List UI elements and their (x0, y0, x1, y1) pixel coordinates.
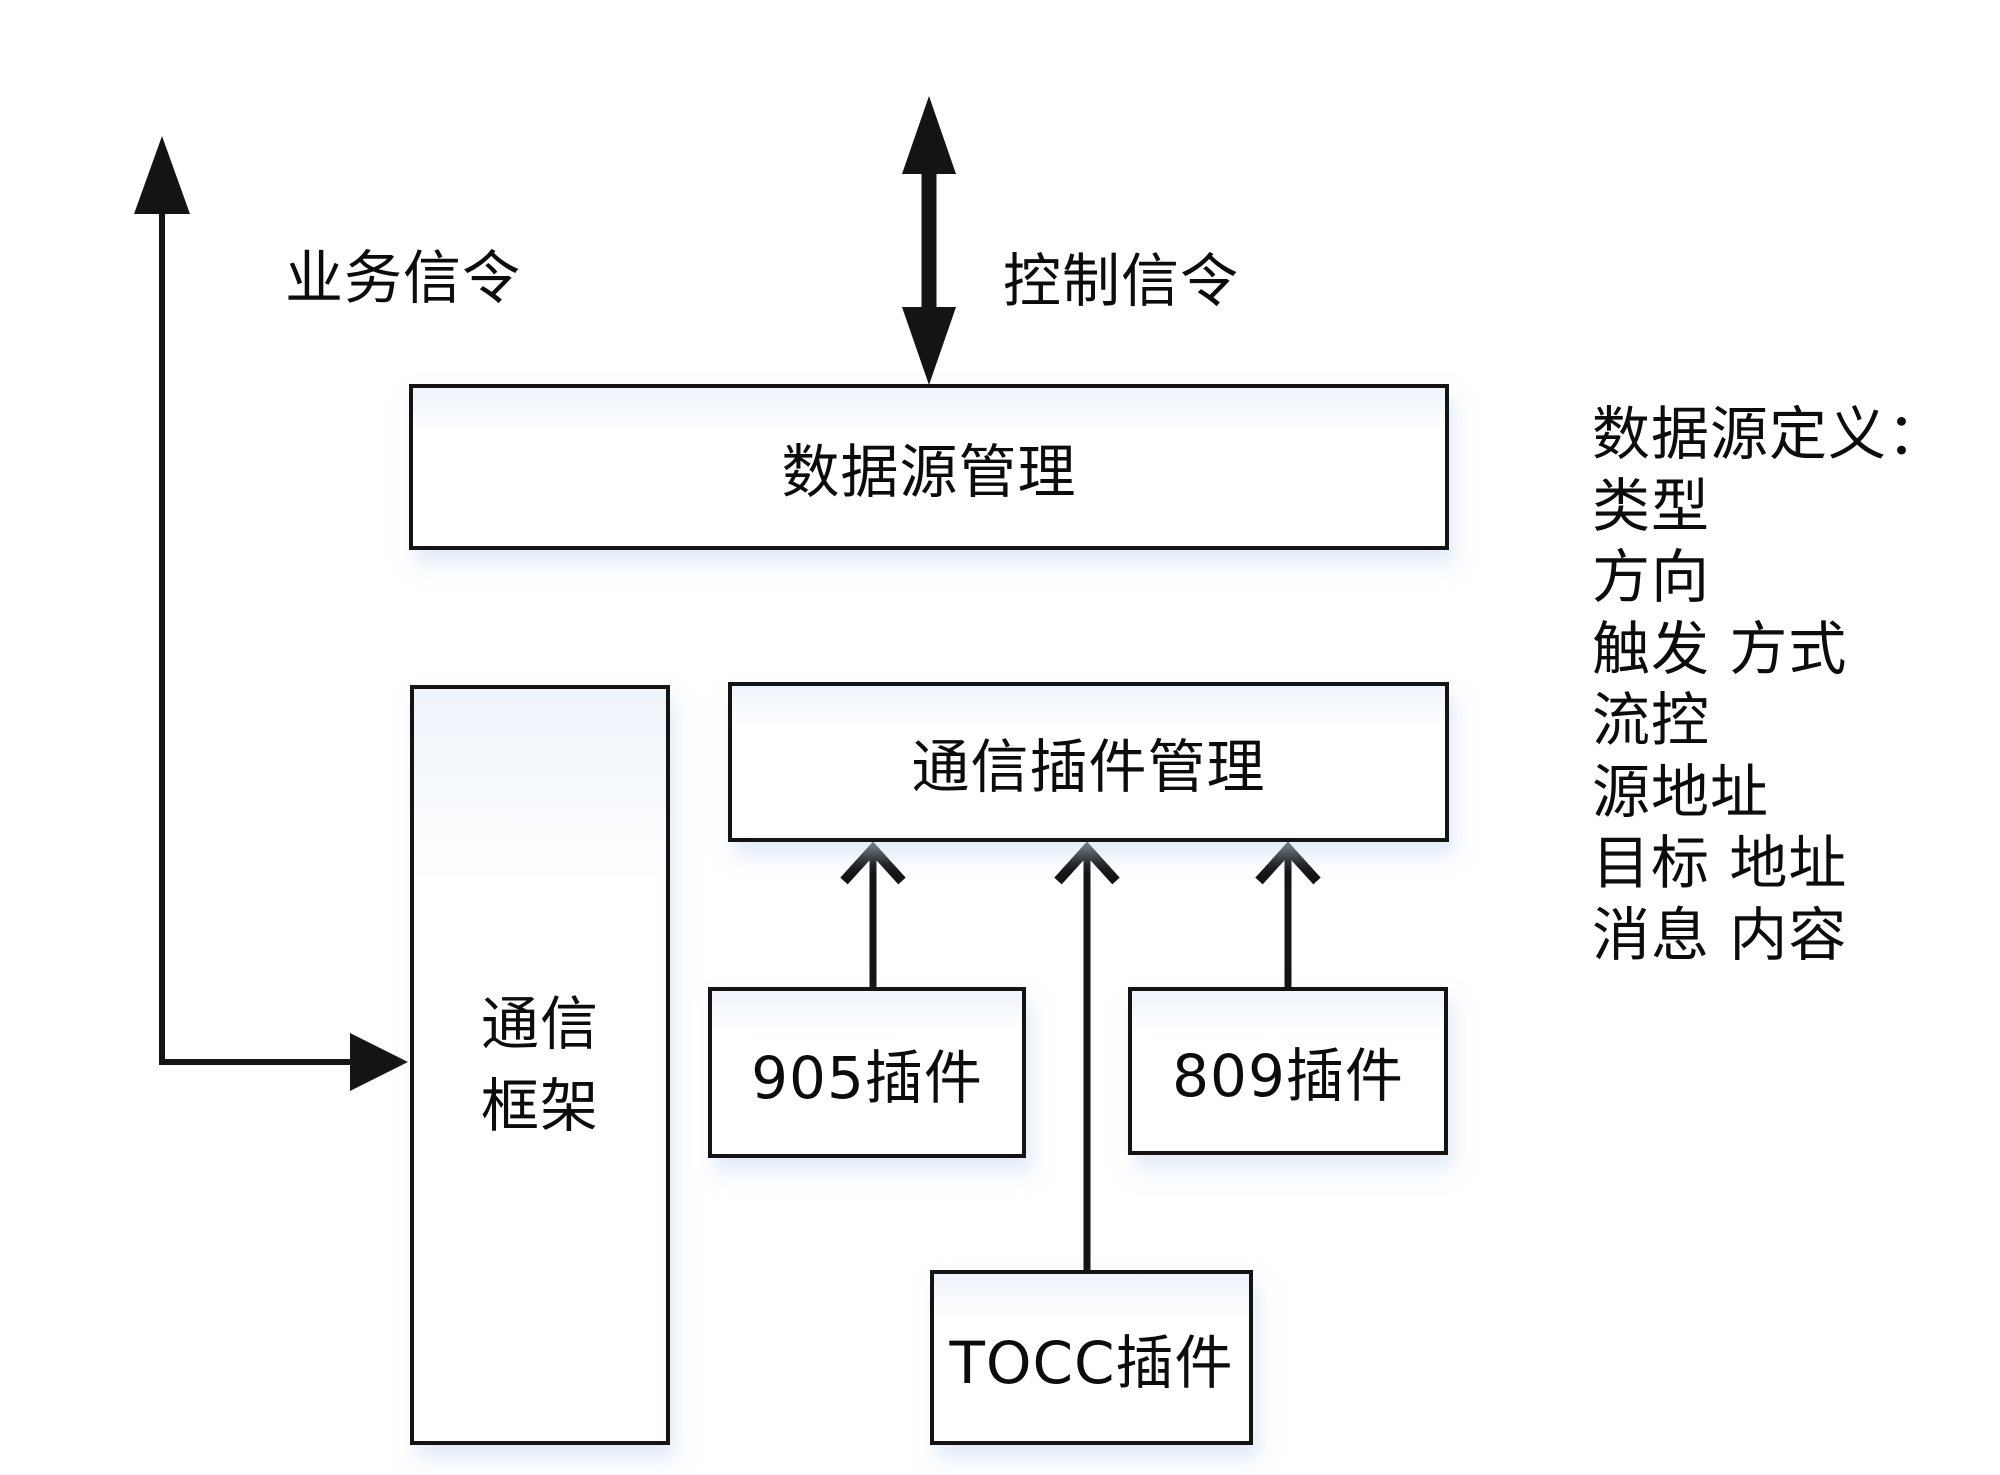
plugin-809-box: 809插件 (1128, 987, 1448, 1155)
datasource-definition-item: 触发 方式 (1592, 614, 1848, 683)
datasource-definition-item: 流控 (1592, 686, 1711, 754)
datasource-definition-item: 类型 (1592, 471, 1711, 540)
control-signal-label: 控制信令 (1003, 247, 1240, 315)
plugin-tocc-box: TOCC插件 (930, 1270, 1253, 1445)
datasource-definition-item: 目标 地址 (1592, 829, 1848, 897)
arrow-905-to-plugin-mgmt (840, 841, 906, 990)
control-signal-double-arrow (902, 96, 956, 385)
datasource-management-box: 数据源管理 (409, 384, 1449, 550)
business-signal-label: 业务信令 (285, 244, 522, 312)
plugin-905-label: 905插件 (751, 1043, 983, 1112)
plugin-tocc-label: TOCC插件 (949, 1328, 1234, 1397)
plugin-809-label: 809插件 (1172, 1042, 1404, 1110)
plugin-management-box: 通信插件管理 (728, 682, 1449, 842)
datasource-definition-title: 数据源定义： (1592, 400, 1947, 468)
plugin-management-label: 通信插件管理 (911, 733, 1266, 801)
datasource-management-label: 数据源管理 (781, 438, 1077, 506)
comm-framework-box: 通信 框架 (410, 685, 670, 1445)
datasource-definition-list: 数据源定义： 类型 方向 触发 方式 流控 源地址 目标 地址 消息 内容 (1592, 399, 1946, 971)
comm-framework-label-line2: 框架 (480, 1072, 599, 1140)
datasource-definition-item: 方向 (1592, 543, 1711, 611)
arrow-tocc-to-plugin-mgmt (1054, 841, 1120, 1272)
plugin-905-box: 905插件 (708, 987, 1026, 1158)
arrow-809-to-plugin-mgmt (1255, 841, 1321, 990)
comm-framework-label-line1: 通信 (480, 989, 599, 1058)
datasource-definition-item: 消息 内容 (1592, 900, 1848, 969)
datasource-definition-item: 源地址 (1592, 757, 1770, 826)
